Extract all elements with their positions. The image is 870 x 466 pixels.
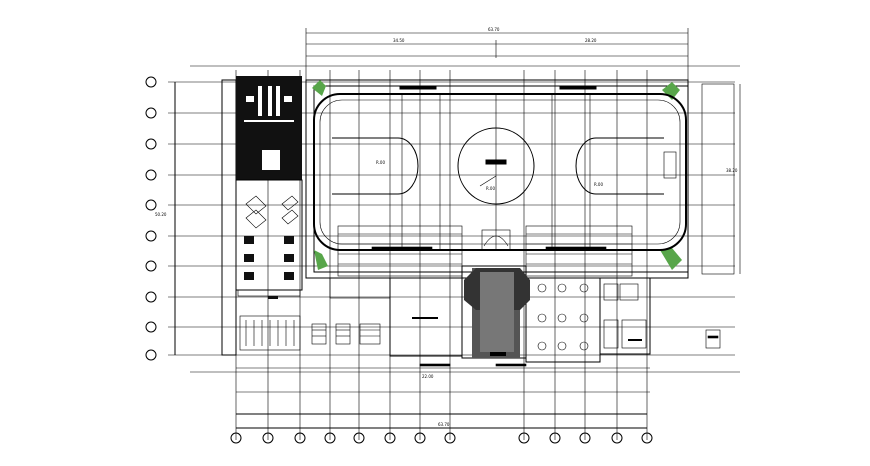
corner-plants [312, 80, 682, 270]
left-axis-markers [145, 76, 176, 361]
rink [313, 93, 687, 251]
central-lobby [464, 268, 530, 358]
cafeteria-tables [537, 283, 647, 351]
left-service-block [235, 76, 303, 297]
right-dimension-lines [701, 83, 741, 349]
bottom-axis-markers [230, 413, 653, 444]
lower-annotations [236, 335, 719, 393]
dim-left-side: 50.20 [155, 212, 167, 217]
dim-bottom-mid: 22.00 [422, 374, 434, 379]
left-equipment [244, 236, 294, 299]
dim-overall-top: 63.70 [488, 27, 500, 32]
left-ramps [245, 195, 299, 229]
center-circle-label: R.00 [486, 186, 495, 191]
bleachers [337, 225, 633, 277]
dim-right-side: 38.20 [726, 168, 738, 173]
dim-top-left: 34.50 [393, 38, 405, 43]
lower-left-seating [239, 315, 381, 351]
lower-rooms [329, 265, 651, 363]
rink-markings [332, 85, 677, 250]
dim-bottom-total: 63.70 [438, 422, 450, 427]
top-dimension-lines [305, 28, 689, 90]
left-arc-label: R.00 [376, 160, 385, 165]
right-arc-label: R.00 [594, 182, 603, 187]
dim-top-right: 28.20 [585, 38, 597, 43]
